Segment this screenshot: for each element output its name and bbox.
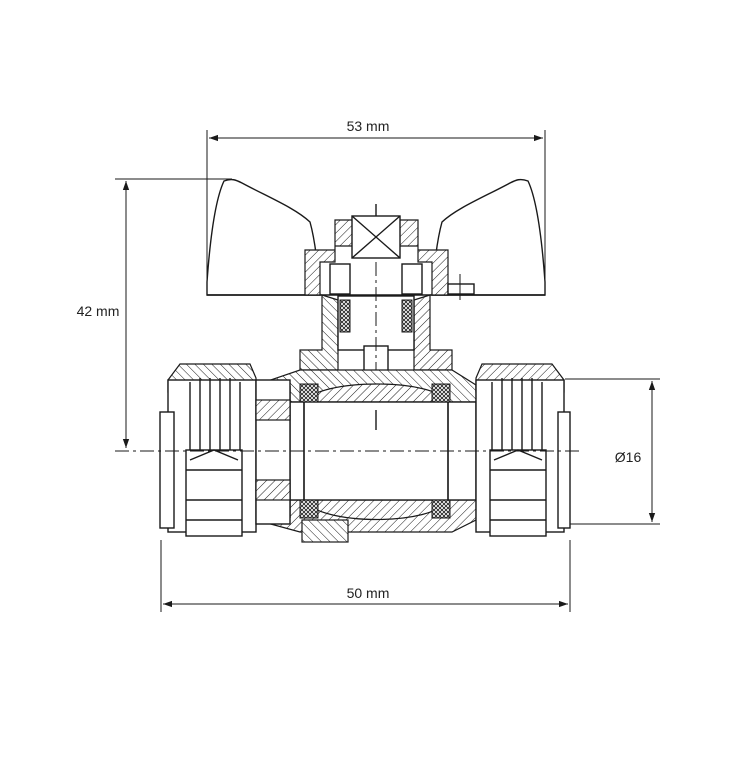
stem-bonnet [299, 262, 453, 398]
dimension-width-bottom-label: 50 mm [347, 585, 390, 601]
dimension-bottom: 50 mm [160, 540, 571, 612]
right-compression-nut [475, 363, 571, 537]
dimension-right: Ø16 [565, 378, 660, 525]
dimension-top: 53 mm [206, 118, 546, 295]
butterfly-handle [206, 178, 546, 296]
handle-hub [304, 204, 475, 300]
dimension-height-left-label: 42 mm [77, 303, 120, 319]
dimension-left: 42 mm [77, 178, 232, 448]
left-compression-nut [159, 363, 291, 537]
dimension-diameter-label: Ø16 [615, 449, 642, 465]
dimension-width-top-label: 53 mm [347, 118, 390, 134]
